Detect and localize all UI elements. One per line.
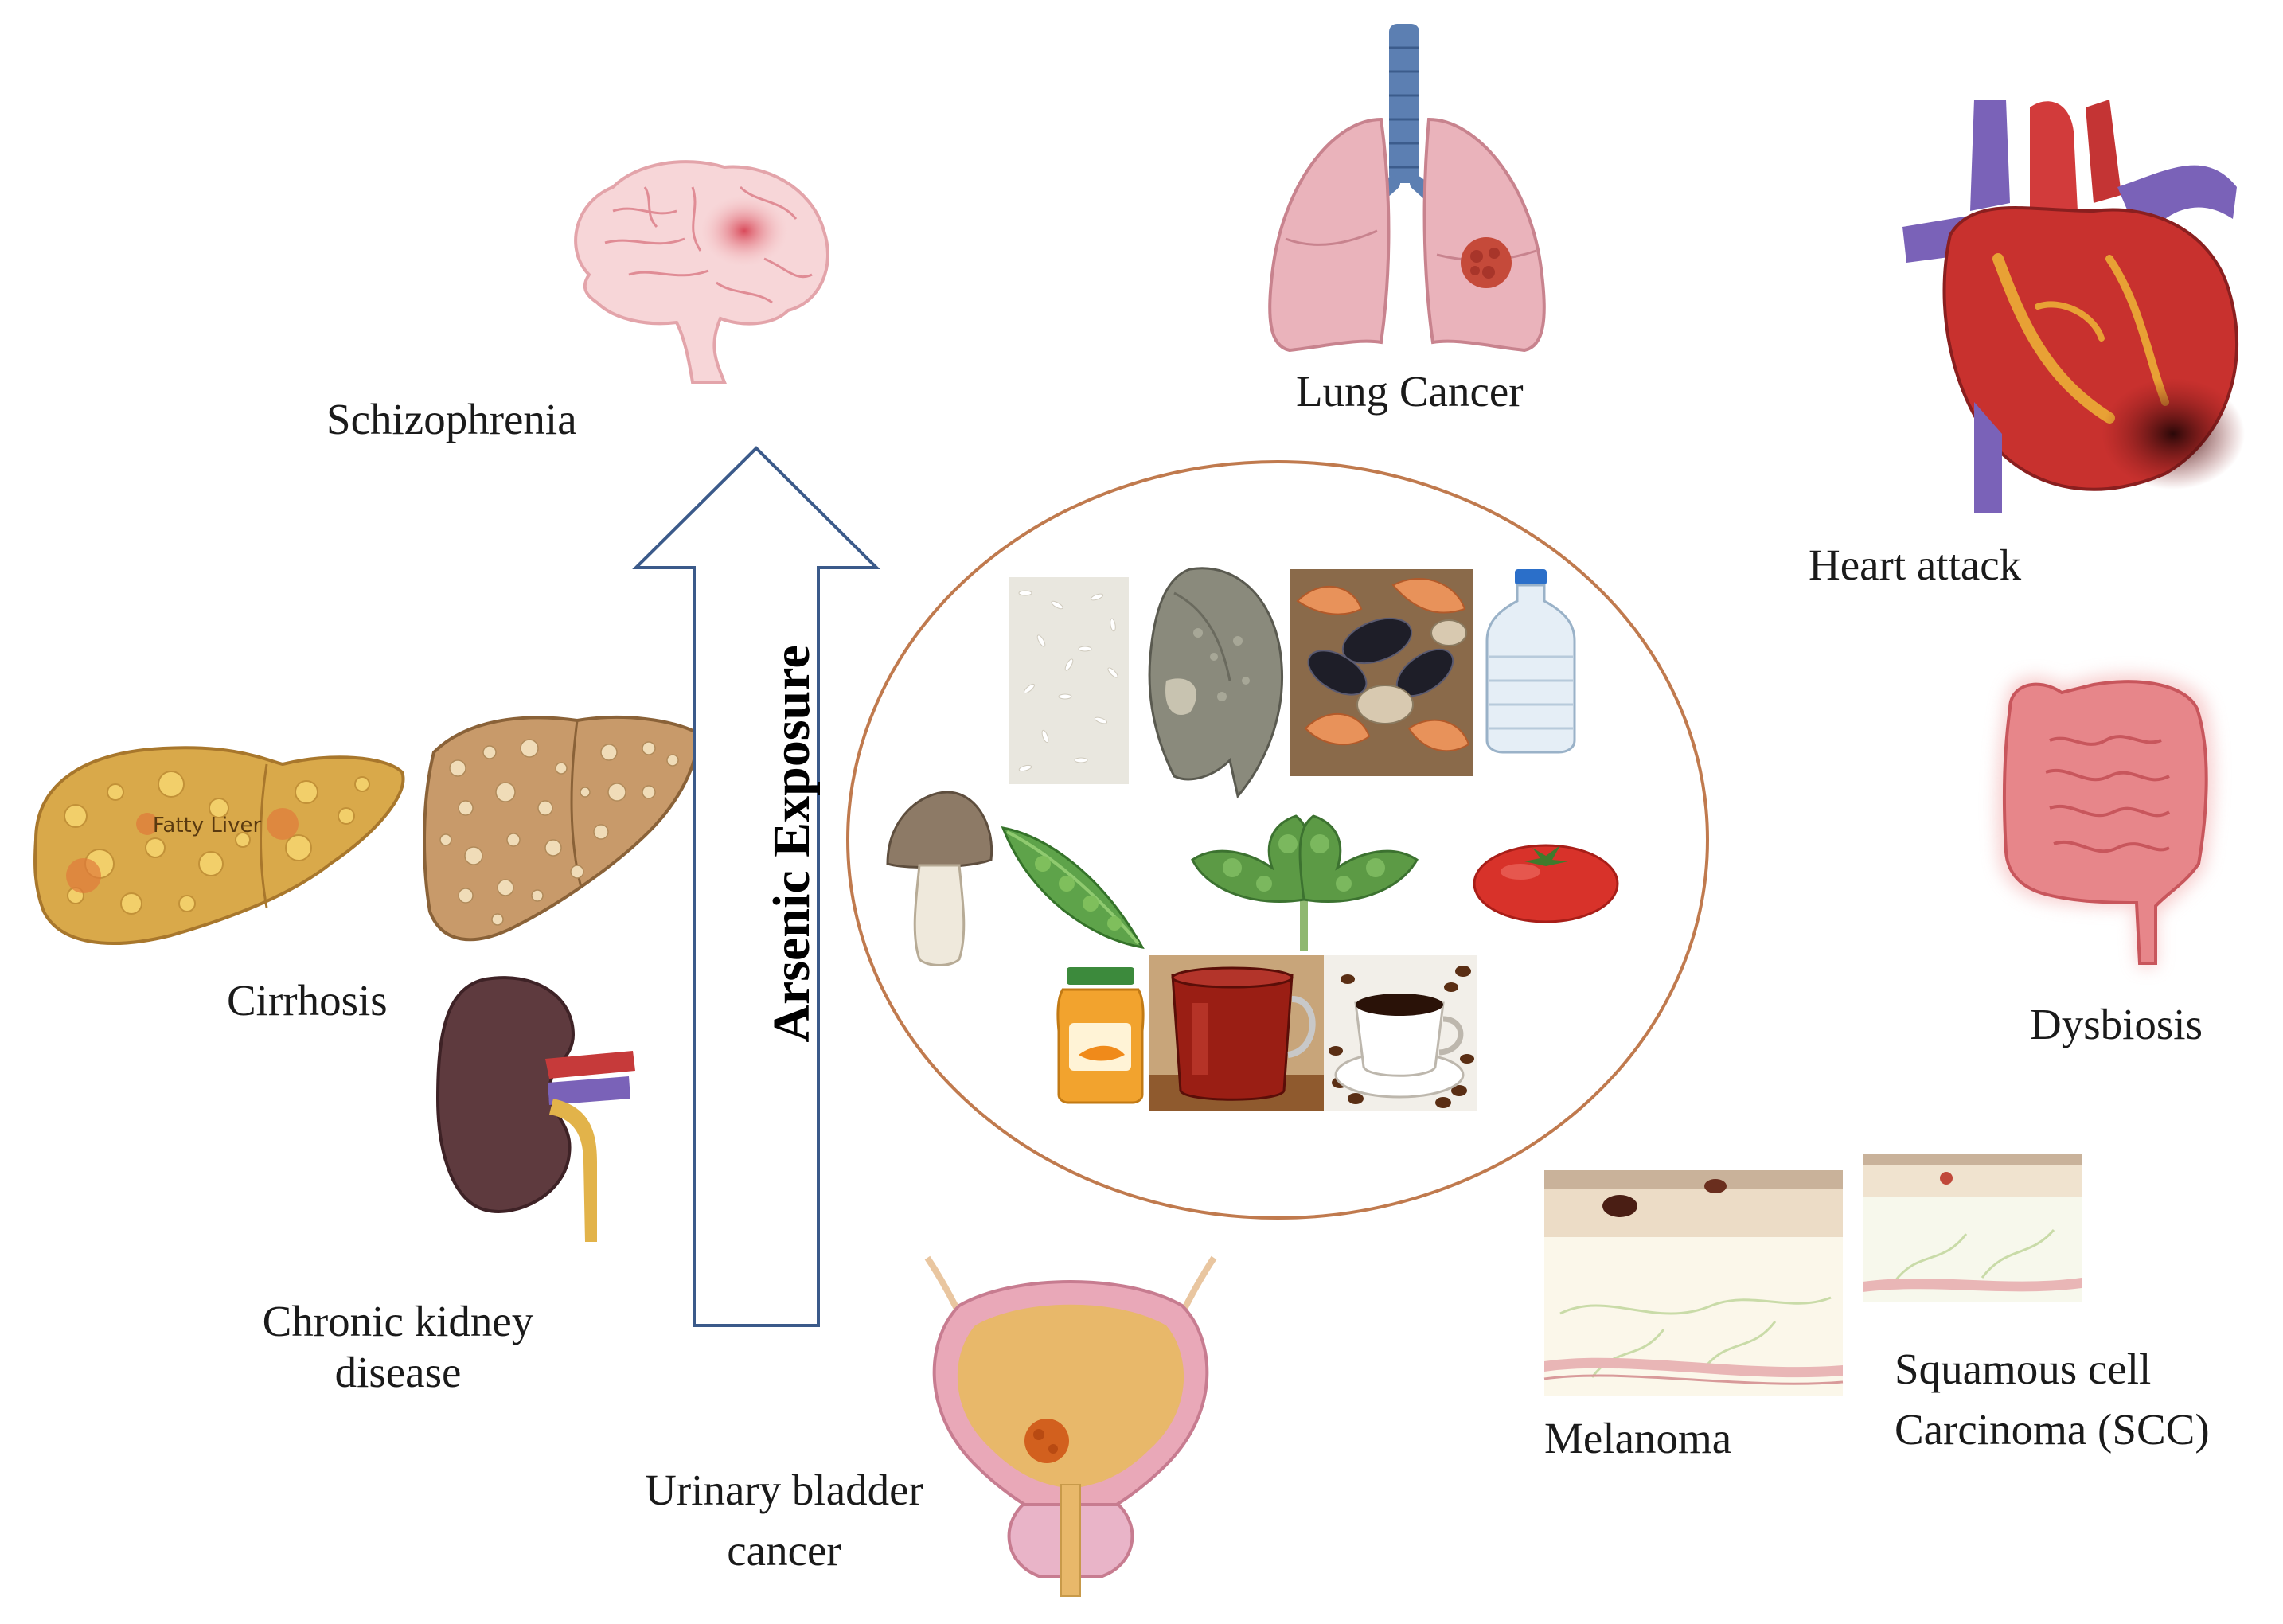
dysbiosis-label: Dysbiosis [2030, 1000, 2203, 1048]
tomato-icon [1473, 844, 1619, 923]
brain-icon [574, 160, 829, 384]
coffee-icon [1324, 955, 1477, 1111]
lungs-icon [1268, 24, 1546, 353]
intestine-icon [1996, 673, 2215, 967]
juice-jar-icon [1056, 967, 1145, 1104]
kidney-icon [435, 976, 635, 1242]
cirrhotic-liver-icon [423, 716, 699, 942]
fish-icon [1148, 567, 1284, 799]
pea-pod-icon [1001, 826, 1145, 949]
fatty-liver-icon: Fatty Liver [33, 746, 405, 945]
heart-icon [1902, 100, 2245, 513]
scc-skin-icon [1863, 1154, 2082, 1302]
bladder-icon [924, 1255, 1217, 1597]
seafood-icon [1290, 569, 1473, 776]
ckd-label-line2: disease [334, 1348, 462, 1396]
schizophrenia-label: Schizophrenia [326, 395, 577, 443]
ckd-label-line1: Chronic kidney [262, 1297, 534, 1345]
scc-label-line1: Squamous cell [1895, 1345, 2152, 1393]
fatty-liver-label: Fatty Liver [153, 814, 262, 837]
water-bottle-icon [1485, 569, 1576, 754]
melanoma-label: Melanoma [1544, 1414, 1732, 1462]
tea-icon [1149, 955, 1325, 1111]
leafy-greens-icon [1191, 814, 1419, 951]
heart-attack-label: Heart attack [1809, 541, 2022, 589]
cirrhosis-label: Cirrhosis [227, 976, 388, 1025]
mushroom-icon [886, 791, 993, 966]
lung-cancer-label: Lung Cancer [1296, 367, 1524, 416]
bladder-label-line2: cancer [727, 1526, 841, 1575]
arsenic-exposure-arrow [632, 446, 880, 1327]
rice-icon [1009, 577, 1129, 784]
scc-label-line2: Carcinoma (SCC) [1895, 1405, 2210, 1454]
melanoma-skin-icon [1543, 1170, 1844, 1396]
bladder-label-line1: Urinary bladder [645, 1466, 923, 1514]
